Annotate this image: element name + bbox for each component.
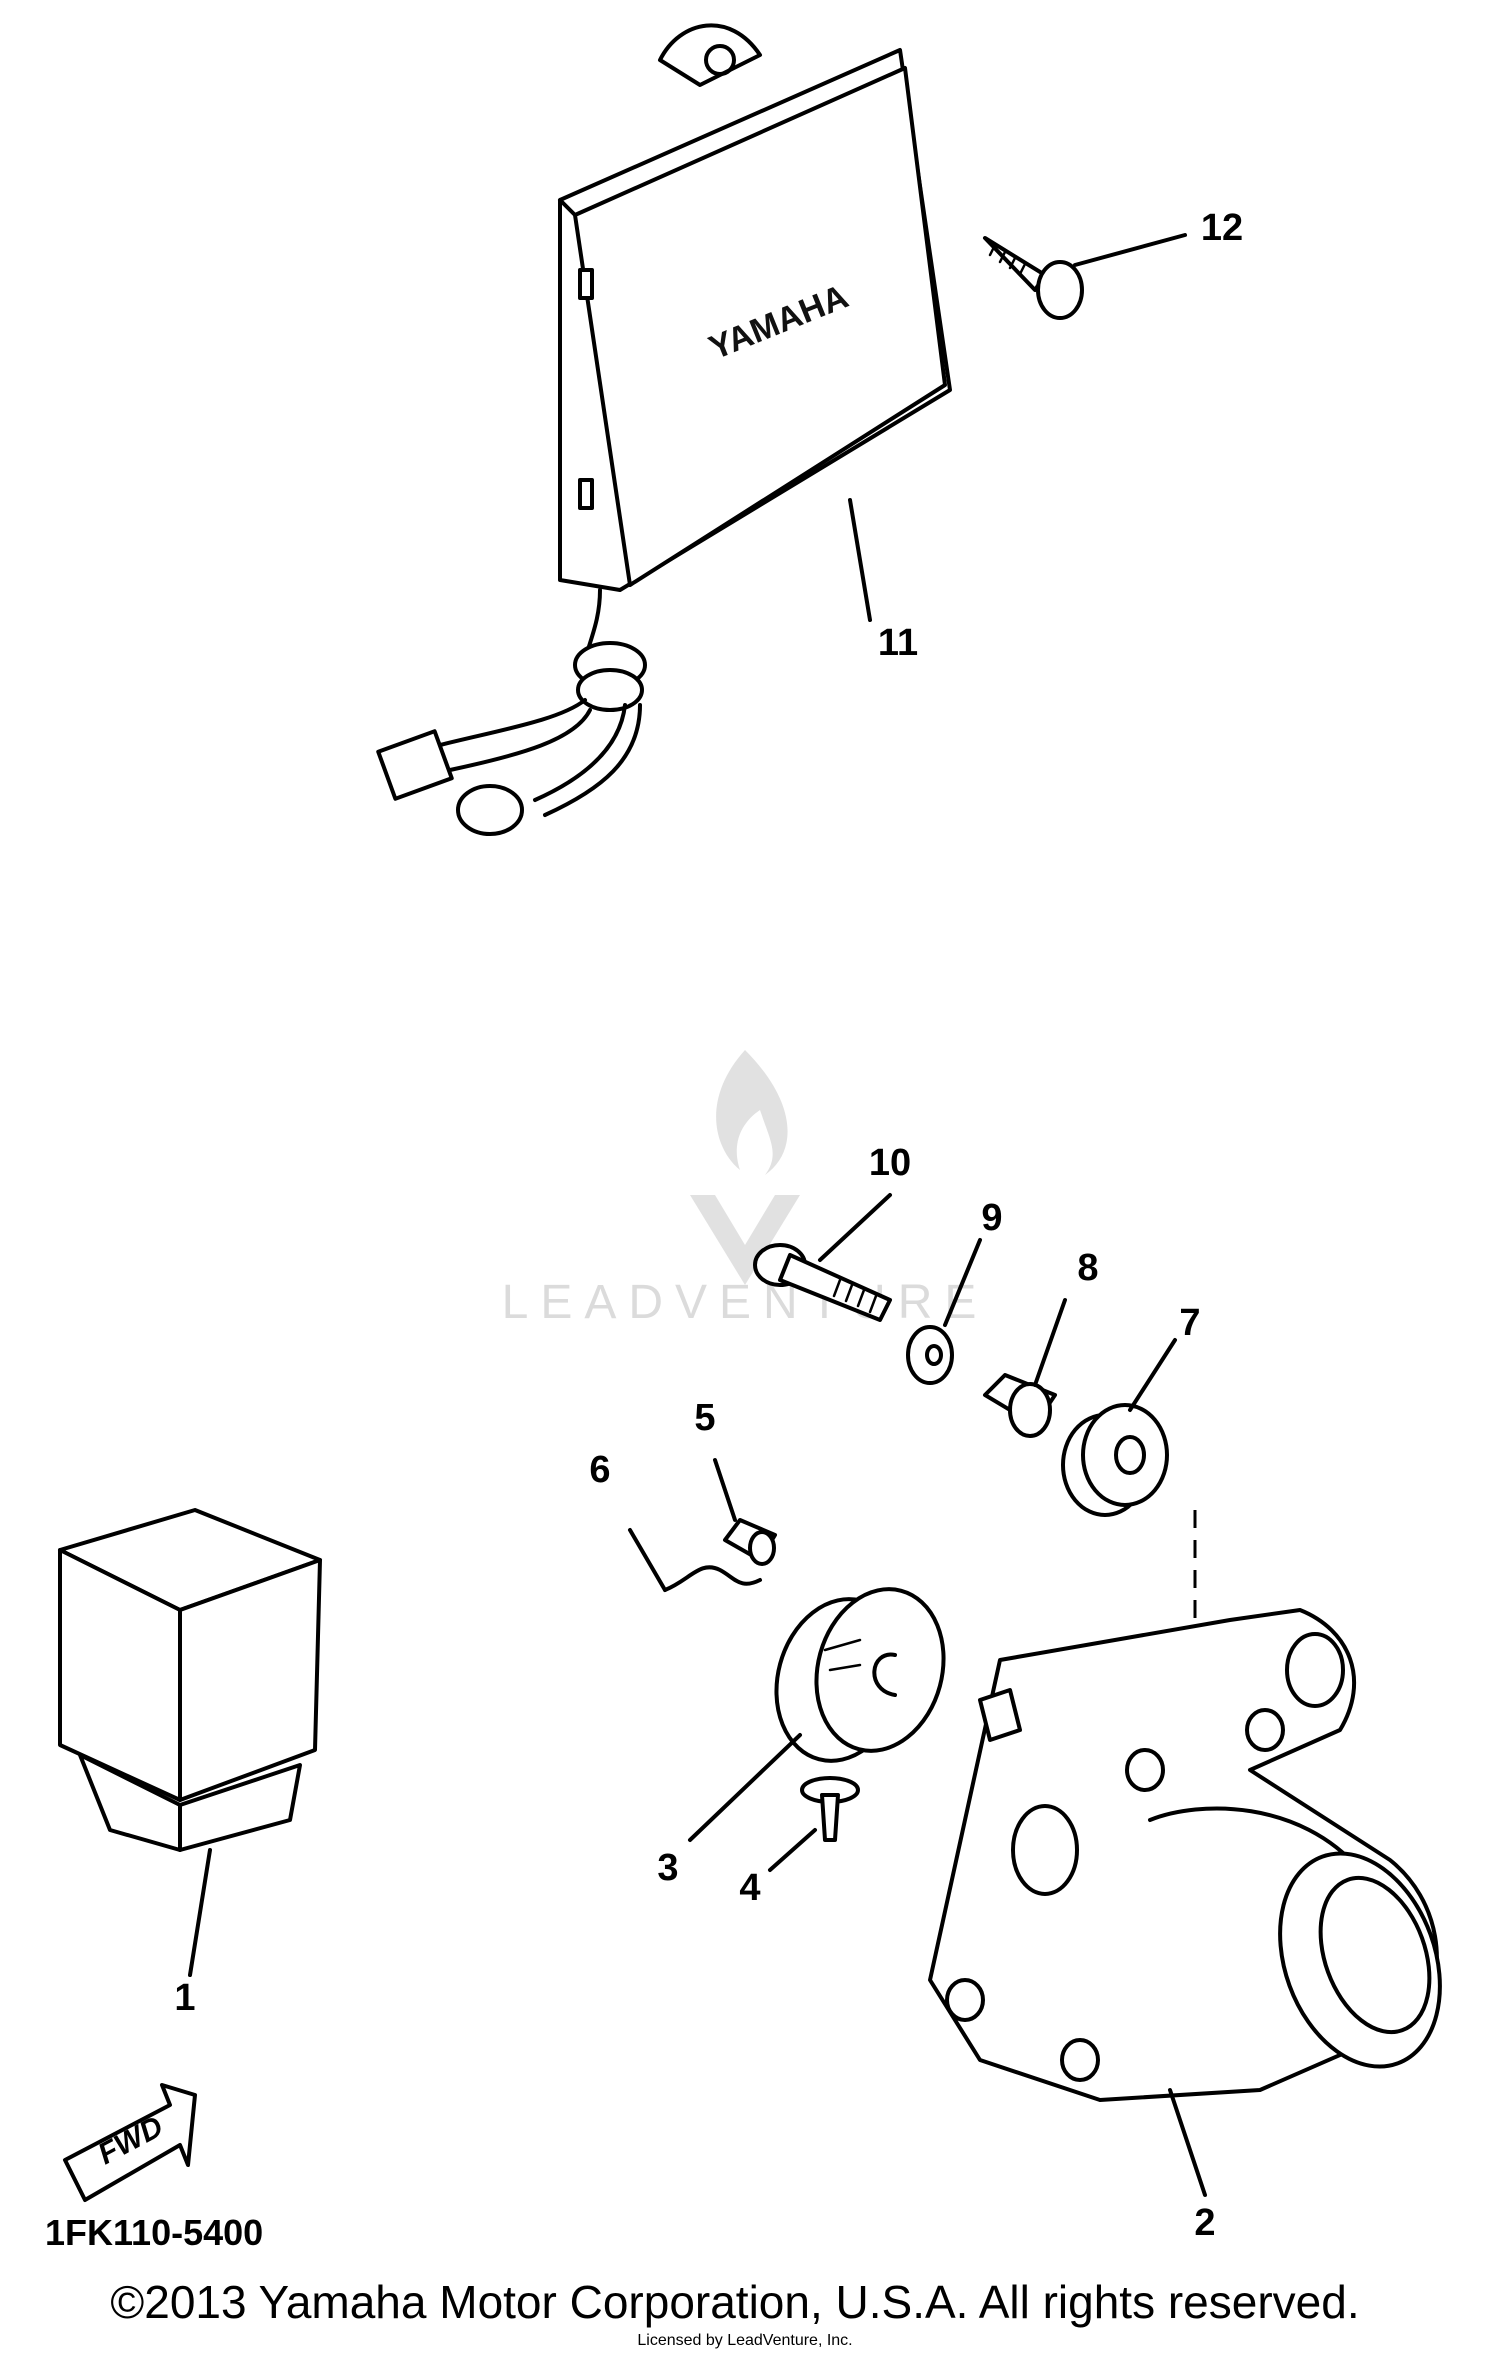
part-9-washer <box>906 1238 982 1385</box>
part-8-collar <box>983 1298 1067 1438</box>
flame-icon <box>716 1050 788 1175</box>
copyright-text: ©2013 Yamaha Motor Corporation, U.S.A. A… <box>110 2276 1359 2328</box>
callout-7: 7 <box>1179 1302 1200 1344</box>
callout-9: 9 <box>981 1197 1002 1239</box>
callout-10: 10 <box>869 1142 911 1184</box>
callout-2: 2 <box>1194 2202 1215 2244</box>
watermark: LEADVENTURE <box>502 1050 989 1329</box>
callout-3: 3 <box>657 1847 678 1889</box>
callout-12: 12 <box>1201 207 1243 249</box>
part-4-screw <box>768 1776 860 1872</box>
callout-8: 8 <box>1077 1247 1098 1289</box>
part-6-clip <box>628 1528 762 1592</box>
part-code: 1FK110-5400 <box>45 2212 263 2253</box>
part-11-cdi-unit: YAMAHA <box>376 23 952 836</box>
watermark-text: LEADVENTURE <box>502 1276 989 1329</box>
callout-5: 5 <box>694 1397 715 1439</box>
callout-4: 4 <box>739 1867 760 1909</box>
part-5-pin <box>713 1458 777 1566</box>
v-mark-icon <box>690 1195 800 1285</box>
forward-arrow-icon: FWD <box>63 2083 197 2202</box>
part-1-relay <box>58 1508 322 1977</box>
licensed-text: Licensed by LeadVenture, Inc. <box>637 2332 852 2349</box>
part-3-cam <box>688 1587 946 1842</box>
callout-6: 6 <box>589 1449 610 1491</box>
part-10-bolt <box>753 1193 892 1322</box>
part-12-screw <box>983 233 1187 320</box>
part-2-housing <box>928 1608 1442 2197</box>
callout-11: 11 <box>878 622 918 664</box>
callout-1: 1 <box>174 1977 195 2019</box>
part-7-grommet <box>1061 1338 1231 1642</box>
